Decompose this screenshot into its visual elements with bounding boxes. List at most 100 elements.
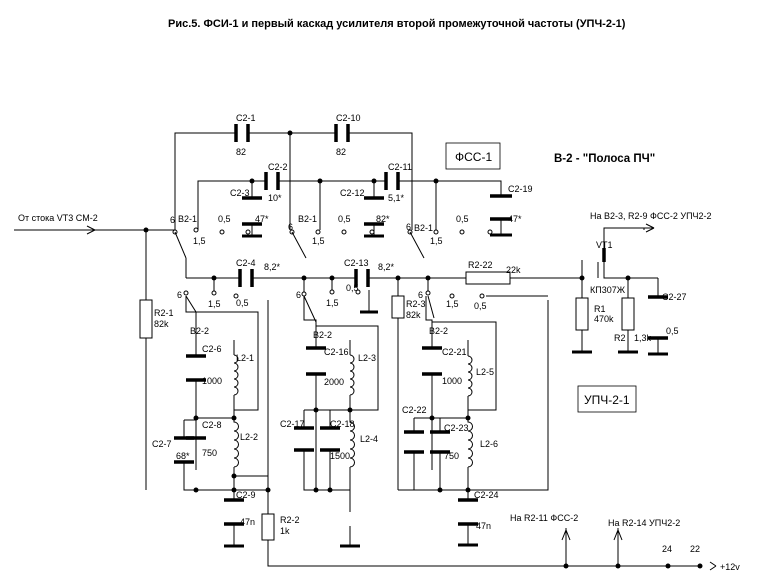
r2-3-ref: R2-3: [406, 299, 426, 309]
c2-12-ref: C2-12: [340, 188, 365, 198]
pos-label: 6: [177, 290, 182, 300]
c2-12-value: 82*: [376, 214, 390, 224]
c2-27-ref: C2-27: [662, 292, 687, 302]
pos-label: 0,5: [346, 283, 359, 293]
pin-22-label: 22: [690, 544, 700, 554]
pos-label: 1,5: [326, 298, 339, 308]
c2-7-ref: C2-7: [152, 439, 172, 449]
switch-section-label: В2-2: [429, 326, 448, 336]
c2-2-value: 10*: [268, 193, 282, 203]
r2-1-ref: R2-1: [154, 308, 174, 318]
c2-22-ref: C2-22: [402, 405, 427, 415]
c2-2-ref: C2-2: [268, 162, 288, 172]
pos-label: 6: [418, 290, 423, 300]
pos-label: 1,5: [430, 236, 443, 246]
c2-18-ref: C2-18: [330, 419, 355, 429]
c2-27-value: 0,5: [666, 326, 679, 336]
supply-label: +12v: [720, 562, 740, 572]
c2-17-ref: C2-17: [280, 419, 305, 429]
r2-value: 1,3k: [634, 333, 652, 343]
r2-22-value: 22k: [506, 265, 521, 275]
c2-19-ref: C2-19: [508, 184, 533, 194]
c2-10-ref: C2-10: [336, 113, 361, 123]
switch-labels: 6 В2-1 1,5 0,5 6 В2-1 1,5 0,5 6 В2-1 1,5…: [170, 214, 487, 340]
output-signal-label: На В2-3, R2-9 ФСС-2 УПЧ2-2: [590, 211, 712, 221]
r2-1-value: 82k: [154, 319, 169, 329]
r1-ref: R1: [594, 304, 606, 314]
c2-10-value: 82: [336, 147, 346, 157]
r2-3-value: 82k: [406, 310, 421, 320]
c2-3-value: 47*: [255, 214, 269, 224]
pos-label: 0,5: [338, 214, 351, 224]
upch21-label: УПЧ-2-1: [584, 393, 630, 407]
component-labels: C2-1 82 C2-10 82 C2-2 10* C2-11 5,1* C2-…: [152, 113, 687, 536]
l2-4-ref: L2-4: [360, 434, 378, 444]
c2-21-value: 1000: [442, 376, 462, 386]
pos-label: 6: [288, 222, 293, 232]
pos-label: 1,5: [312, 236, 325, 246]
r2-2-value: 1k: [280, 526, 290, 536]
band-switch-label: В-2 - "Полоса ПЧ": [554, 153, 655, 165]
pos-label: 0,5: [474, 301, 487, 311]
r2-2-ref: R2-2: [280, 515, 300, 525]
inductors: [233, 354, 473, 472]
c2-24-value: 47n: [476, 521, 491, 531]
c2-3-ref: C2-3: [230, 188, 250, 198]
signal-labels: От стока VT3 СМ-2 На В2-3, R2-9 ФСС-2 УП…: [18, 211, 740, 572]
pin-24-label: 24: [662, 544, 672, 554]
c2-16-ref: C2-16: [324, 347, 349, 357]
c2-16-value: 2000: [324, 377, 344, 387]
pos-label: 1,5: [446, 299, 459, 309]
c2-11-value: 5,1*: [388, 193, 405, 203]
figure-title: Рис.5. ФСИ-1 и первый каскад усилителя в…: [168, 18, 626, 30]
c2-9-ref: C2-9: [236, 490, 256, 500]
c2-13-ref: C2-13: [344, 258, 369, 268]
c2-11-ref: C2-11: [388, 162, 412, 172]
pos-label: 0,5: [218, 214, 231, 224]
l2-5-ref: L2-5: [476, 367, 494, 377]
switch-contacts: [172, 227, 493, 299]
pos-label: 1,5: [208, 299, 221, 309]
c2-7-value: 68*: [176, 451, 190, 461]
l2-1-ref: L2-1: [236, 353, 254, 363]
l2-2-ref: L2-2: [240, 432, 258, 442]
pos-label: 0,5: [456, 214, 469, 224]
c2-23-ref: C2-23: [444, 423, 469, 433]
c2-19-value: 47*: [508, 214, 522, 224]
l2-6-ref: L2-6: [480, 439, 498, 449]
c2-8-ref: C2-8: [202, 420, 222, 430]
c2-1-value: 82: [236, 147, 246, 157]
c2-13-value: 8,2*: [378, 262, 395, 272]
pos-label: 6: [170, 215, 175, 225]
to-fss-label: На R2-11 ФСС-2: [510, 513, 578, 523]
r2-ref: R2: [614, 333, 626, 343]
c2-6-value: 1000: [202, 376, 222, 386]
c2-24-ref: C2-24: [474, 490, 499, 500]
switch-section-label: В2-2: [313, 330, 332, 340]
c2-1-ref: C2-1: [236, 113, 256, 123]
switch-section-label: В2-1: [414, 223, 433, 233]
c2-4-ref: C2-4: [236, 258, 256, 268]
c2-8-value: 750: [202, 448, 217, 458]
vt1-ref: VT1: [596, 240, 613, 250]
switch-wipers: [174, 231, 435, 323]
switch-section-label: В2-2: [190, 326, 209, 336]
vt1-type: КП307Ж: [590, 285, 626, 295]
fss1-block: ФСС-1: [445, 142, 501, 170]
fss1-label: ФСС-1: [455, 150, 492, 164]
switch-section-label: В2-1: [178, 214, 197, 224]
pos-label: 6: [406, 222, 411, 232]
capacitors: [174, 124, 668, 526]
c2-18-value: 1500: [330, 451, 350, 461]
c2-23-value: 750: [444, 451, 459, 461]
c2-4-value: 8,2*: [264, 262, 281, 272]
upch21-block: УПЧ-2-1: [577, 385, 637, 413]
r1-value: 470k: [594, 314, 614, 324]
c2-21-ref: C2-21: [442, 347, 467, 357]
switch-section-label: В2-1: [298, 214, 317, 224]
ground-symbols: [224, 233, 668, 548]
pos-label: 6: [296, 290, 301, 300]
r2-22-ref: R2-22: [468, 260, 493, 270]
junctions: [143, 130, 703, 569]
